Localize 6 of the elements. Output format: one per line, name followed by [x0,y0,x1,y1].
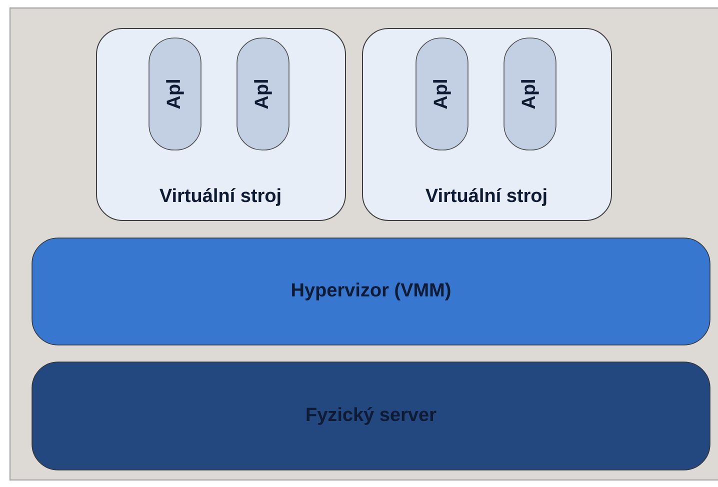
application-pill: Apl [236,38,290,150]
application-pill: Apl [504,38,556,150]
layer-band: Hypervizor (VMM) [32,238,710,346]
application-pill: Apl [148,38,202,150]
application-pill: Apl [416,38,468,150]
layer-band: Fyzický server [32,362,710,470]
